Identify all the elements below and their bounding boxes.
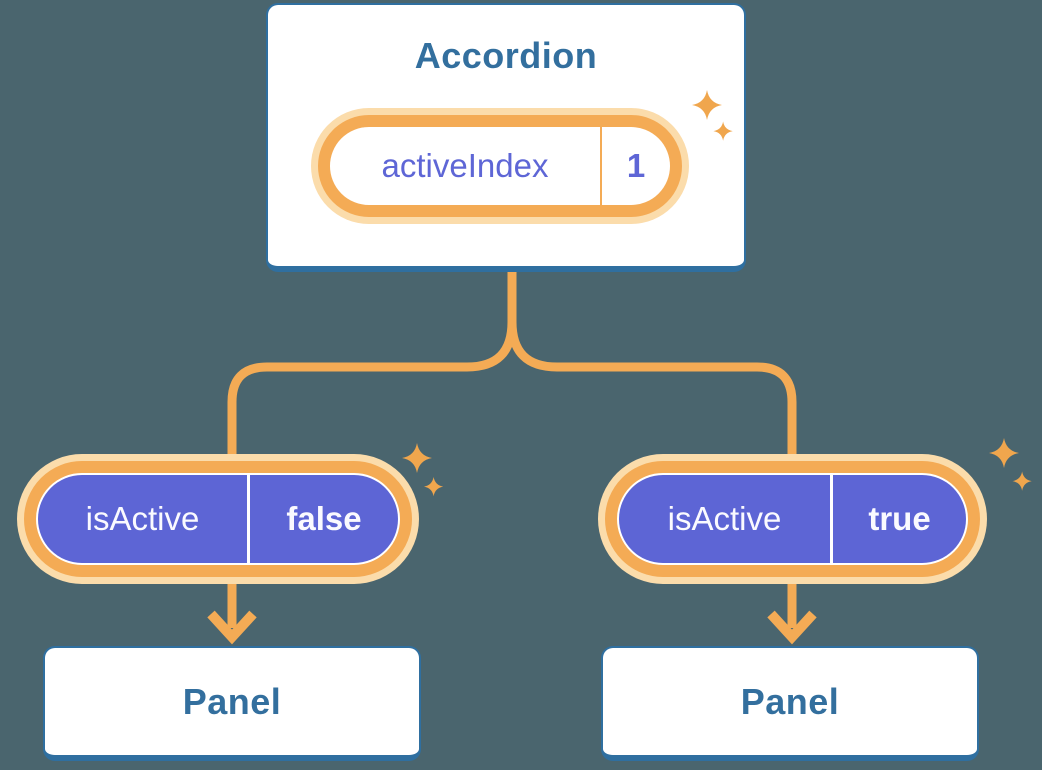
pill-divider xyxy=(600,127,602,205)
panel-card-right: Panel xyxy=(601,646,979,761)
prop-name-left: isActive xyxy=(85,500,200,537)
arrow-head-right-icon xyxy=(767,610,817,645)
prop-pill-right: isActive true xyxy=(605,461,980,577)
state-value: 1 xyxy=(626,147,646,184)
arrow-head-left-icon xyxy=(207,610,257,645)
panel-card-left: Panel xyxy=(43,646,421,761)
pill-divider xyxy=(247,475,250,563)
branch-line-left xyxy=(227,260,517,460)
accordion-title: Accordion xyxy=(414,35,598,76)
prop-value-right: true xyxy=(868,500,931,537)
sparkle-icon xyxy=(402,443,444,497)
pill-divider xyxy=(830,475,833,563)
sparkle-icon xyxy=(989,438,1032,491)
prop-value-left: false xyxy=(286,500,362,537)
panel-label-right: Panel xyxy=(740,680,840,722)
state-name: activeIndex xyxy=(381,147,549,184)
panel-label-left: Panel xyxy=(182,680,282,722)
prop-name-right: isActive xyxy=(667,500,782,537)
prop-pill-left: isActive false xyxy=(24,461,412,577)
branch-line-right xyxy=(507,260,797,460)
state-pill-activeindex: activeIndex 1 xyxy=(318,115,682,217)
sparkle-icon xyxy=(692,90,733,141)
